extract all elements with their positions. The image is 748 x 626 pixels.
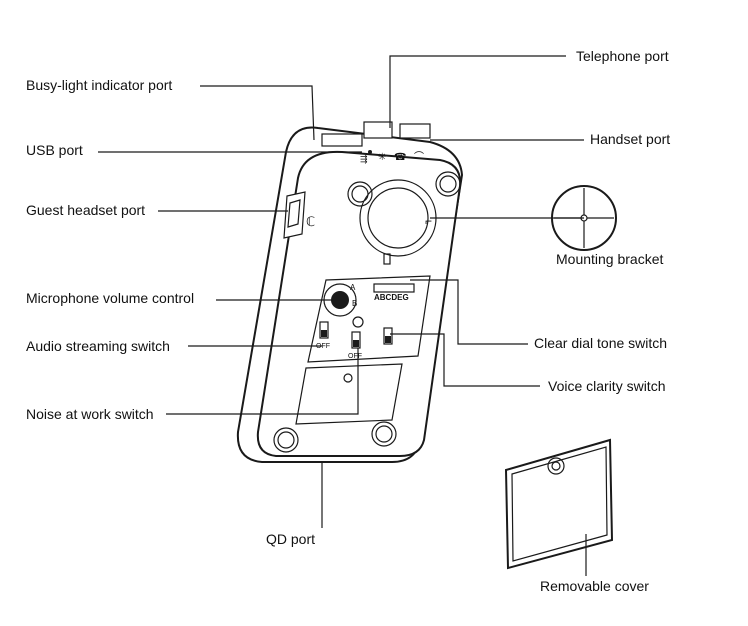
switch-off-left: OFF (316, 343, 330, 350)
svg-text:ℂ: ℂ (306, 214, 315, 229)
amplifier-device: ⇶ ✳ ☎ ⌒ ℂ ⌐ (236, 121, 464, 463)
guest-headset-port: ℂ (283, 191, 315, 239)
label-handset-port: Handset port (590, 131, 670, 147)
removable-cover (504, 438, 614, 570)
lower-compartment (295, 363, 403, 425)
labels: Telephone port Busy-light indicator port… (26, 48, 670, 594)
label-mounting-bracket: Mounting bracket (556, 251, 664, 267)
dial-label-a: A (350, 283, 356, 292)
device-front-face (256, 150, 462, 457)
svg-text:✳: ✳ (378, 152, 386, 163)
label-guest-headset-port: Guest headset port (26, 202, 145, 218)
svg-text:⌒: ⌒ (414, 151, 424, 163)
label-removable-cover: Removable cover (540, 578, 649, 594)
svg-text:☎: ☎ (394, 152, 406, 163)
svg-text:⌐: ⌐ (425, 214, 432, 228)
label-noise-at-work-switch: Noise at work switch (26, 406, 154, 422)
dial-letters: ABCDEG (374, 293, 409, 302)
leader-lines (98, 55, 587, 576)
label-audio-streaming-switch: Audio streaming switch (26, 338, 170, 354)
label-usb-port: USB port (26, 142, 83, 158)
svg-text:⇶: ⇶ (360, 154, 368, 164)
label-qd-port: QD port (266, 531, 315, 547)
label-telephone-port: Telephone port (576, 48, 669, 64)
label-microphone-volume-control: Microphone volume control (26, 290, 194, 306)
device-side-outline (236, 126, 464, 463)
top-ports: ⇶ ✳ ☎ ⌒ (321, 121, 431, 164)
label-clear-dial-tone-switch: Clear dial tone switch (534, 335, 667, 351)
label-voice-clarity-switch: Voice clarity switch (548, 378, 665, 394)
dial-label-b: B (352, 299, 357, 308)
label-busy-light-indicator-port: Busy-light indicator port (26, 77, 172, 93)
switch-off-middle: OFF (348, 353, 362, 360)
